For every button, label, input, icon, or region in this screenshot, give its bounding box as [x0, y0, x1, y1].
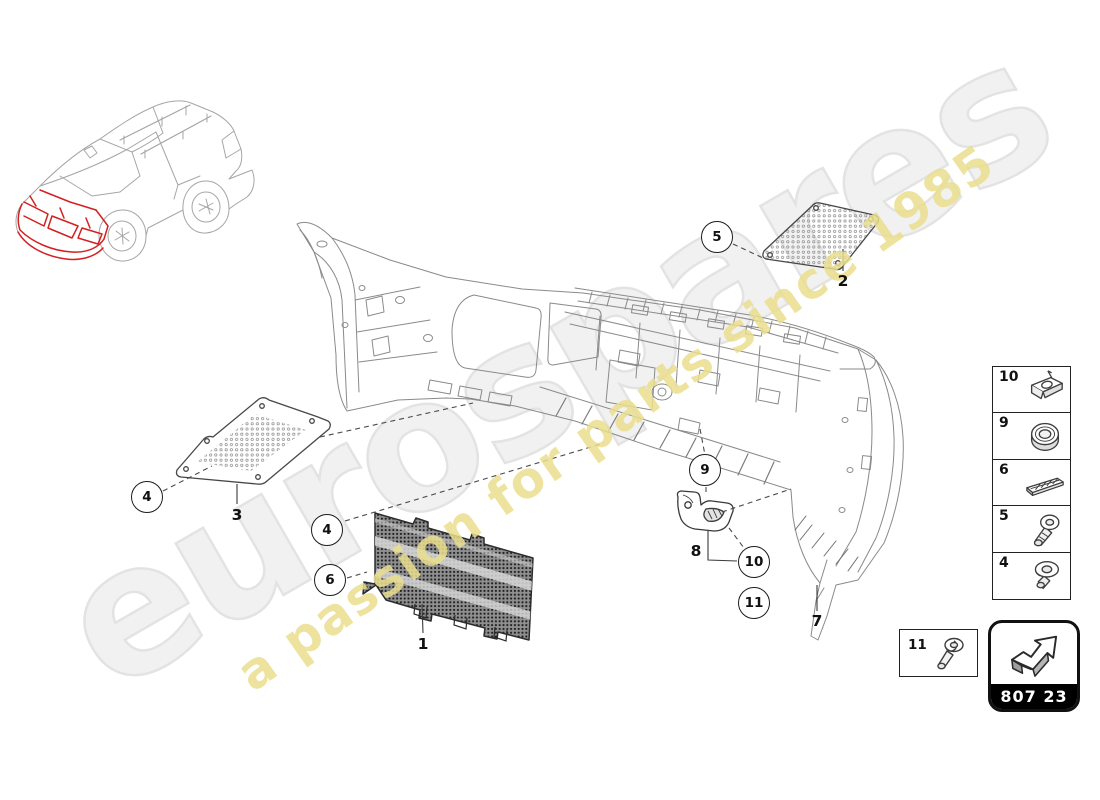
hardware-number: 11 — [908, 637, 927, 653]
legend-item-10: 10 — [993, 367, 1070, 415]
legend-number: 6 — [999, 461, 1009, 478]
car-thumbnail — [15, 100, 255, 262]
part-lower-grille-1 — [362, 512, 534, 642]
slide-rail-icon — [1021, 462, 1069, 508]
push-rivet-icon — [923, 631, 973, 679]
next-group-arrow-icon — [991, 623, 1077, 684]
part-label-8: 8 — [690, 542, 702, 560]
clip-nut-icon — [1021, 369, 1069, 415]
callout-circle-6: 6 — [314, 564, 346, 596]
callout-circle-5: 5 — [701, 221, 733, 253]
legend-item-4: 4 — [993, 553, 1070, 599]
hardware-box-11: 11 — [899, 629, 978, 677]
legend-number: 5 — [999, 508, 1009, 525]
legend-item-6: 6 — [993, 460, 1070, 508]
legend-number: 10 — [999, 369, 1019, 385]
flange-nut-icon — [1021, 415, 1069, 461]
part-bracket-8 — [676, 490, 734, 532]
washer-screw-icon — [1021, 555, 1069, 601]
legend-item-5: 5 — [993, 506, 1070, 554]
part-group-badge: 807 23 — [988, 620, 1080, 712]
fastener-legend: 10 9 — [992, 366, 1071, 600]
bumper-drawing — [296, 221, 904, 641]
pan-screw-icon — [1021, 508, 1069, 554]
legend-number: 4 — [999, 554, 1009, 571]
leader-lines — [162, 243, 844, 634]
callout-circle-10: 10 — [738, 546, 770, 578]
callout-circle-4a: 4 — [131, 481, 163, 513]
legend-item-9: 9 — [993, 413, 1070, 461]
part-label-3: 3 — [231, 506, 243, 524]
part-label-7: 7 — [811, 612, 823, 630]
part-mesh-plate-3 — [175, 397, 331, 485]
part-label-2: 2 — [837, 272, 849, 290]
legend-number: 9 — [999, 415, 1009, 432]
callout-circle-4b: 4 — [311, 514, 343, 546]
callout-circle-11: 11 — [738, 587, 770, 619]
part-group-code: 807 23 — [991, 684, 1077, 709]
callout-circle-9: 9 — [689, 454, 721, 486]
part-side-grille-2 — [762, 202, 880, 271]
part-label-1: 1 — [417, 635, 429, 653]
highlighted-front-bumper — [17, 189, 109, 261]
